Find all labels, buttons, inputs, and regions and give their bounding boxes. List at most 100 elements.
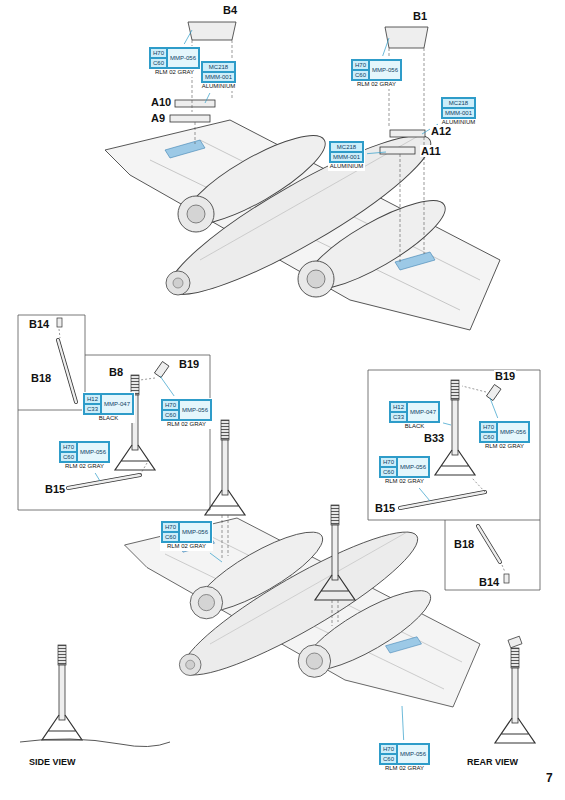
leader-line — [184, 30, 192, 44]
part-number: A10 — [150, 96, 172, 108]
part-number: B19 — [178, 358, 200, 370]
color-callout: H70C60MMP-056RLM 02 GRAY — [378, 455, 431, 486]
leader-line — [95, 473, 100, 481]
paint-code: H70 — [60, 442, 77, 452]
paint-code-grid: H70C60MMP-056 — [479, 421, 530, 443]
paint-code-grid: H70C60MMP-056 — [379, 743, 430, 765]
paint-code: C60 — [60, 452, 77, 462]
leader-line — [367, 152, 386, 154]
part-number: B14 — [478, 576, 500, 588]
paint-code: MMP-056 — [369, 60, 401, 80]
paint-code: MC218 — [202, 62, 235, 72]
paint-code: MMP-047 — [101, 394, 133, 414]
leader-line — [160, 376, 174, 396]
part-number: A9 — [150, 112, 166, 124]
paint-code: MC218 — [442, 98, 475, 108]
paint-code-grid: H70C60MMP-056 — [59, 441, 110, 463]
leader-line — [383, 38, 389, 56]
color-name: RLM 02 GRAY — [161, 543, 212, 550]
color-name: RLM 02 GRAY — [479, 443, 530, 450]
color-callout: MC218MMM-001ALUMINIUM — [328, 140, 365, 171]
color-name: RLM 02 GRAY — [351, 81, 402, 88]
paint-code: MMM-001 — [330, 152, 363, 162]
paint-code-grid: H12C33MMP-047 — [389, 401, 440, 423]
paint-code: C60 — [480, 432, 497, 442]
paint-code: H70 — [162, 522, 179, 532]
color-callout: H70C60MMP-056RLM 02 GRAY — [378, 742, 431, 773]
paint-code: MMP-056 — [397, 457, 429, 477]
color-name: RLM 02 GRAY — [379, 765, 430, 772]
paint-code: C60 — [162, 410, 179, 420]
view-label: REAR VIEW — [466, 758, 519, 768]
part-number: B8 — [108, 366, 124, 378]
paint-code: MMP-047 — [407, 402, 439, 422]
paint-code: C60 — [162, 532, 179, 542]
part-number: B18 — [453, 538, 475, 550]
paint-code: H70 — [150, 48, 167, 58]
paint-code: H70 — [352, 60, 369, 70]
paint-code: MMP-056 — [77, 442, 109, 462]
paint-code-grid: MC218MMM-001 — [441, 97, 476, 119]
paint-code: H70 — [380, 744, 397, 754]
color-callout: MC218MMM-001ALUMINIUM — [200, 60, 237, 91]
part-number: B19 — [494, 370, 516, 382]
paint-code: MMP-056 — [179, 522, 211, 542]
color-name: RLM 02 GRAY — [149, 69, 200, 76]
part-number: B18 — [30, 372, 52, 384]
paint-code: MMM-001 — [202, 72, 235, 82]
paint-code: H70 — [380, 457, 397, 467]
paint-code: C33 — [84, 404, 101, 414]
color-callout: H12C33MMP-047BLACK — [82, 392, 135, 423]
part-number: A12 — [430, 125, 452, 137]
paint-code-grid: H70C60MMP-056 — [379, 456, 430, 478]
paint-code: H12 — [84, 394, 101, 404]
part-number: B4 — [222, 4, 238, 16]
paint-code-grid: H70C60MMP-056 — [351, 59, 402, 81]
color-name: ALUMINIUM — [201, 83, 236, 90]
leader-line — [210, 553, 222, 562]
color-name: BLACK — [389, 423, 440, 430]
paint-code: C60 — [352, 70, 369, 80]
paint-code: C60 — [380, 467, 397, 477]
paint-code-grid: H70C60MMP-056 — [161, 399, 212, 421]
part-number: B15 — [44, 483, 66, 495]
paint-code: H70 — [480, 422, 497, 432]
color-callout: H70C60MMP-056RLM 02 GRAY — [160, 520, 213, 551]
color-callout: MC218MMM-001ALUMINIUM — [440, 96, 477, 127]
part-number: B33 — [423, 432, 445, 444]
color-name: RLM 02 GRAY — [379, 478, 430, 485]
paint-code: H12 — [390, 402, 407, 412]
leader-line — [419, 488, 430, 501]
paint-code: MMP-056 — [167, 48, 199, 68]
color-name: RLM 02 GRAY — [161, 421, 212, 428]
color-name: ALUMINIUM — [329, 163, 364, 170]
color-callout: H70C60MMP-056RLM 02 GRAY — [478, 420, 531, 451]
leader-line — [490, 398, 498, 418]
leader-line — [205, 93, 210, 103]
part-number: B14 — [28, 318, 50, 330]
paint-code: MMM-001 — [442, 108, 475, 118]
color-name: BLACK — [83, 415, 134, 422]
leader-line — [402, 706, 404, 740]
paint-code: MMP-056 — [179, 400, 211, 420]
paint-code-grid: MC218MMM-001 — [201, 61, 236, 83]
color-callout: H12C33MMP-047BLACK — [388, 400, 441, 431]
paint-code-grid: H12C33MMP-047 — [83, 393, 134, 415]
paint-code: C60 — [380, 754, 397, 764]
paint-code: MC218 — [330, 142, 363, 152]
part-number: B1 — [412, 10, 428, 22]
paint-code-grid: MC218MMM-001 — [329, 141, 364, 163]
color-callout: H70C60MMP-056RLM 02 GRAY — [148, 46, 201, 77]
color-callout: H70C60MMP-056RLM 02 GRAY — [58, 440, 111, 471]
paint-code: C60 — [150, 58, 167, 68]
paint-code-grid: H70C60MMP-056 — [149, 47, 200, 69]
leader-line — [443, 423, 451, 425]
view-label: SIDE VIEW — [28, 758, 77, 768]
color-name: RLM 02 GRAY — [59, 463, 110, 470]
part-number: A11 — [420, 145, 442, 157]
paint-code: H70 — [162, 400, 179, 410]
page-number: 7 — [545, 772, 554, 785]
paint-code-grid: H70C60MMP-056 — [161, 521, 212, 543]
part-number: B15 — [374, 502, 396, 514]
paint-code: C33 — [390, 412, 407, 422]
